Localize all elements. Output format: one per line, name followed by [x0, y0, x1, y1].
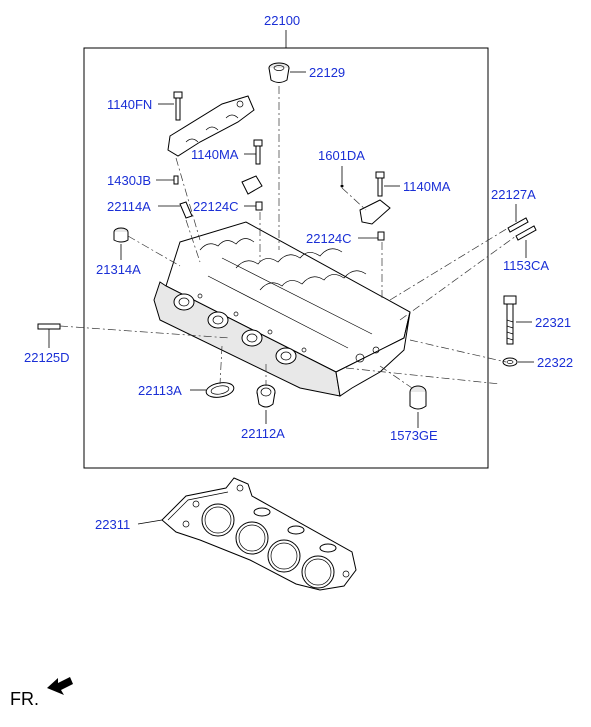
part-1601DA: [340, 184, 344, 188]
part-22127A-pin: [507, 217, 529, 233]
label-1573GE[interactable]: 1573GE: [390, 428, 438, 443]
part-1140FN-bolt: [173, 91, 183, 121]
part-1140MA-bolt-b: [375, 171, 385, 197]
label-22321[interactable]: 22321: [535, 315, 571, 330]
front-bearing-cap: [167, 95, 255, 157]
cylinder-head-drawing: [153, 221, 411, 397]
label-1430JB[interactable]: 1430JB: [107, 173, 151, 188]
dashed-assembly-lines: [59, 86, 517, 389]
part-22311-head-gasket: [161, 477, 357, 591]
label-22125D[interactable]: 22125D: [24, 350, 70, 365]
part-1430JB-pin: [173, 175, 179, 185]
part-22129-cap: [268, 62, 290, 83]
label-22100[interactable]: 22100: [264, 13, 300, 28]
part-22124C-dowel-a: [255, 201, 263, 211]
label-22311[interactable]: 22311: [95, 517, 130, 532]
label-22322[interactable]: 22322: [537, 355, 573, 370]
label-1140MA-a[interactable]: 1140MA: [191, 147, 239, 162]
label-21314A[interactable]: 21314A: [96, 262, 141, 277]
label-22127A[interactable]: 22127A: [491, 187, 536, 202]
label-1140MA-b[interactable]: 1140MA: [403, 179, 451, 194]
leader-lines: [48, 71, 534, 525]
part-22321-bolt: [503, 295, 517, 345]
part-22125D-stud: [37, 323, 61, 330]
label-22113A[interactable]: 22113A: [138, 383, 182, 398]
cam-cap-small: [241, 175, 263, 195]
label-22124C-b[interactable]: 22124C: [306, 231, 352, 246]
part-22113A-seal: [205, 382, 235, 398]
part-21314A-plug: [113, 227, 129, 243]
label-1153CA[interactable]: 1153CA: [503, 258, 549, 273]
part-22114A-sleeve: [179, 201, 193, 219]
label-1601DA[interactable]: 1601DA: [318, 148, 365, 163]
part-1153CA-plug: [515, 225, 537, 241]
part-1140MA-bolt-a: [253, 139, 263, 165]
front-label: FR.: [10, 689, 39, 709]
part-22124C-dowel-b: [377, 231, 385, 241]
label-22112A[interactable]: 22112A: [241, 426, 285, 441]
part-1573GE-plug: [409, 385, 427, 410]
label-22114A[interactable]: 22114A: [107, 199, 151, 214]
label-22129[interactable]: 22129: [309, 65, 345, 80]
cam-cap-right: [359, 199, 391, 225]
label-1140FN[interactable]: 1140FN: [107, 97, 152, 112]
part-22112A-seal: [256, 384, 276, 408]
part-22322-washer: [502, 357, 518, 367]
front-arrow-icon: [47, 677, 73, 695]
label-22124C-a[interactable]: 22124C: [193, 199, 239, 214]
